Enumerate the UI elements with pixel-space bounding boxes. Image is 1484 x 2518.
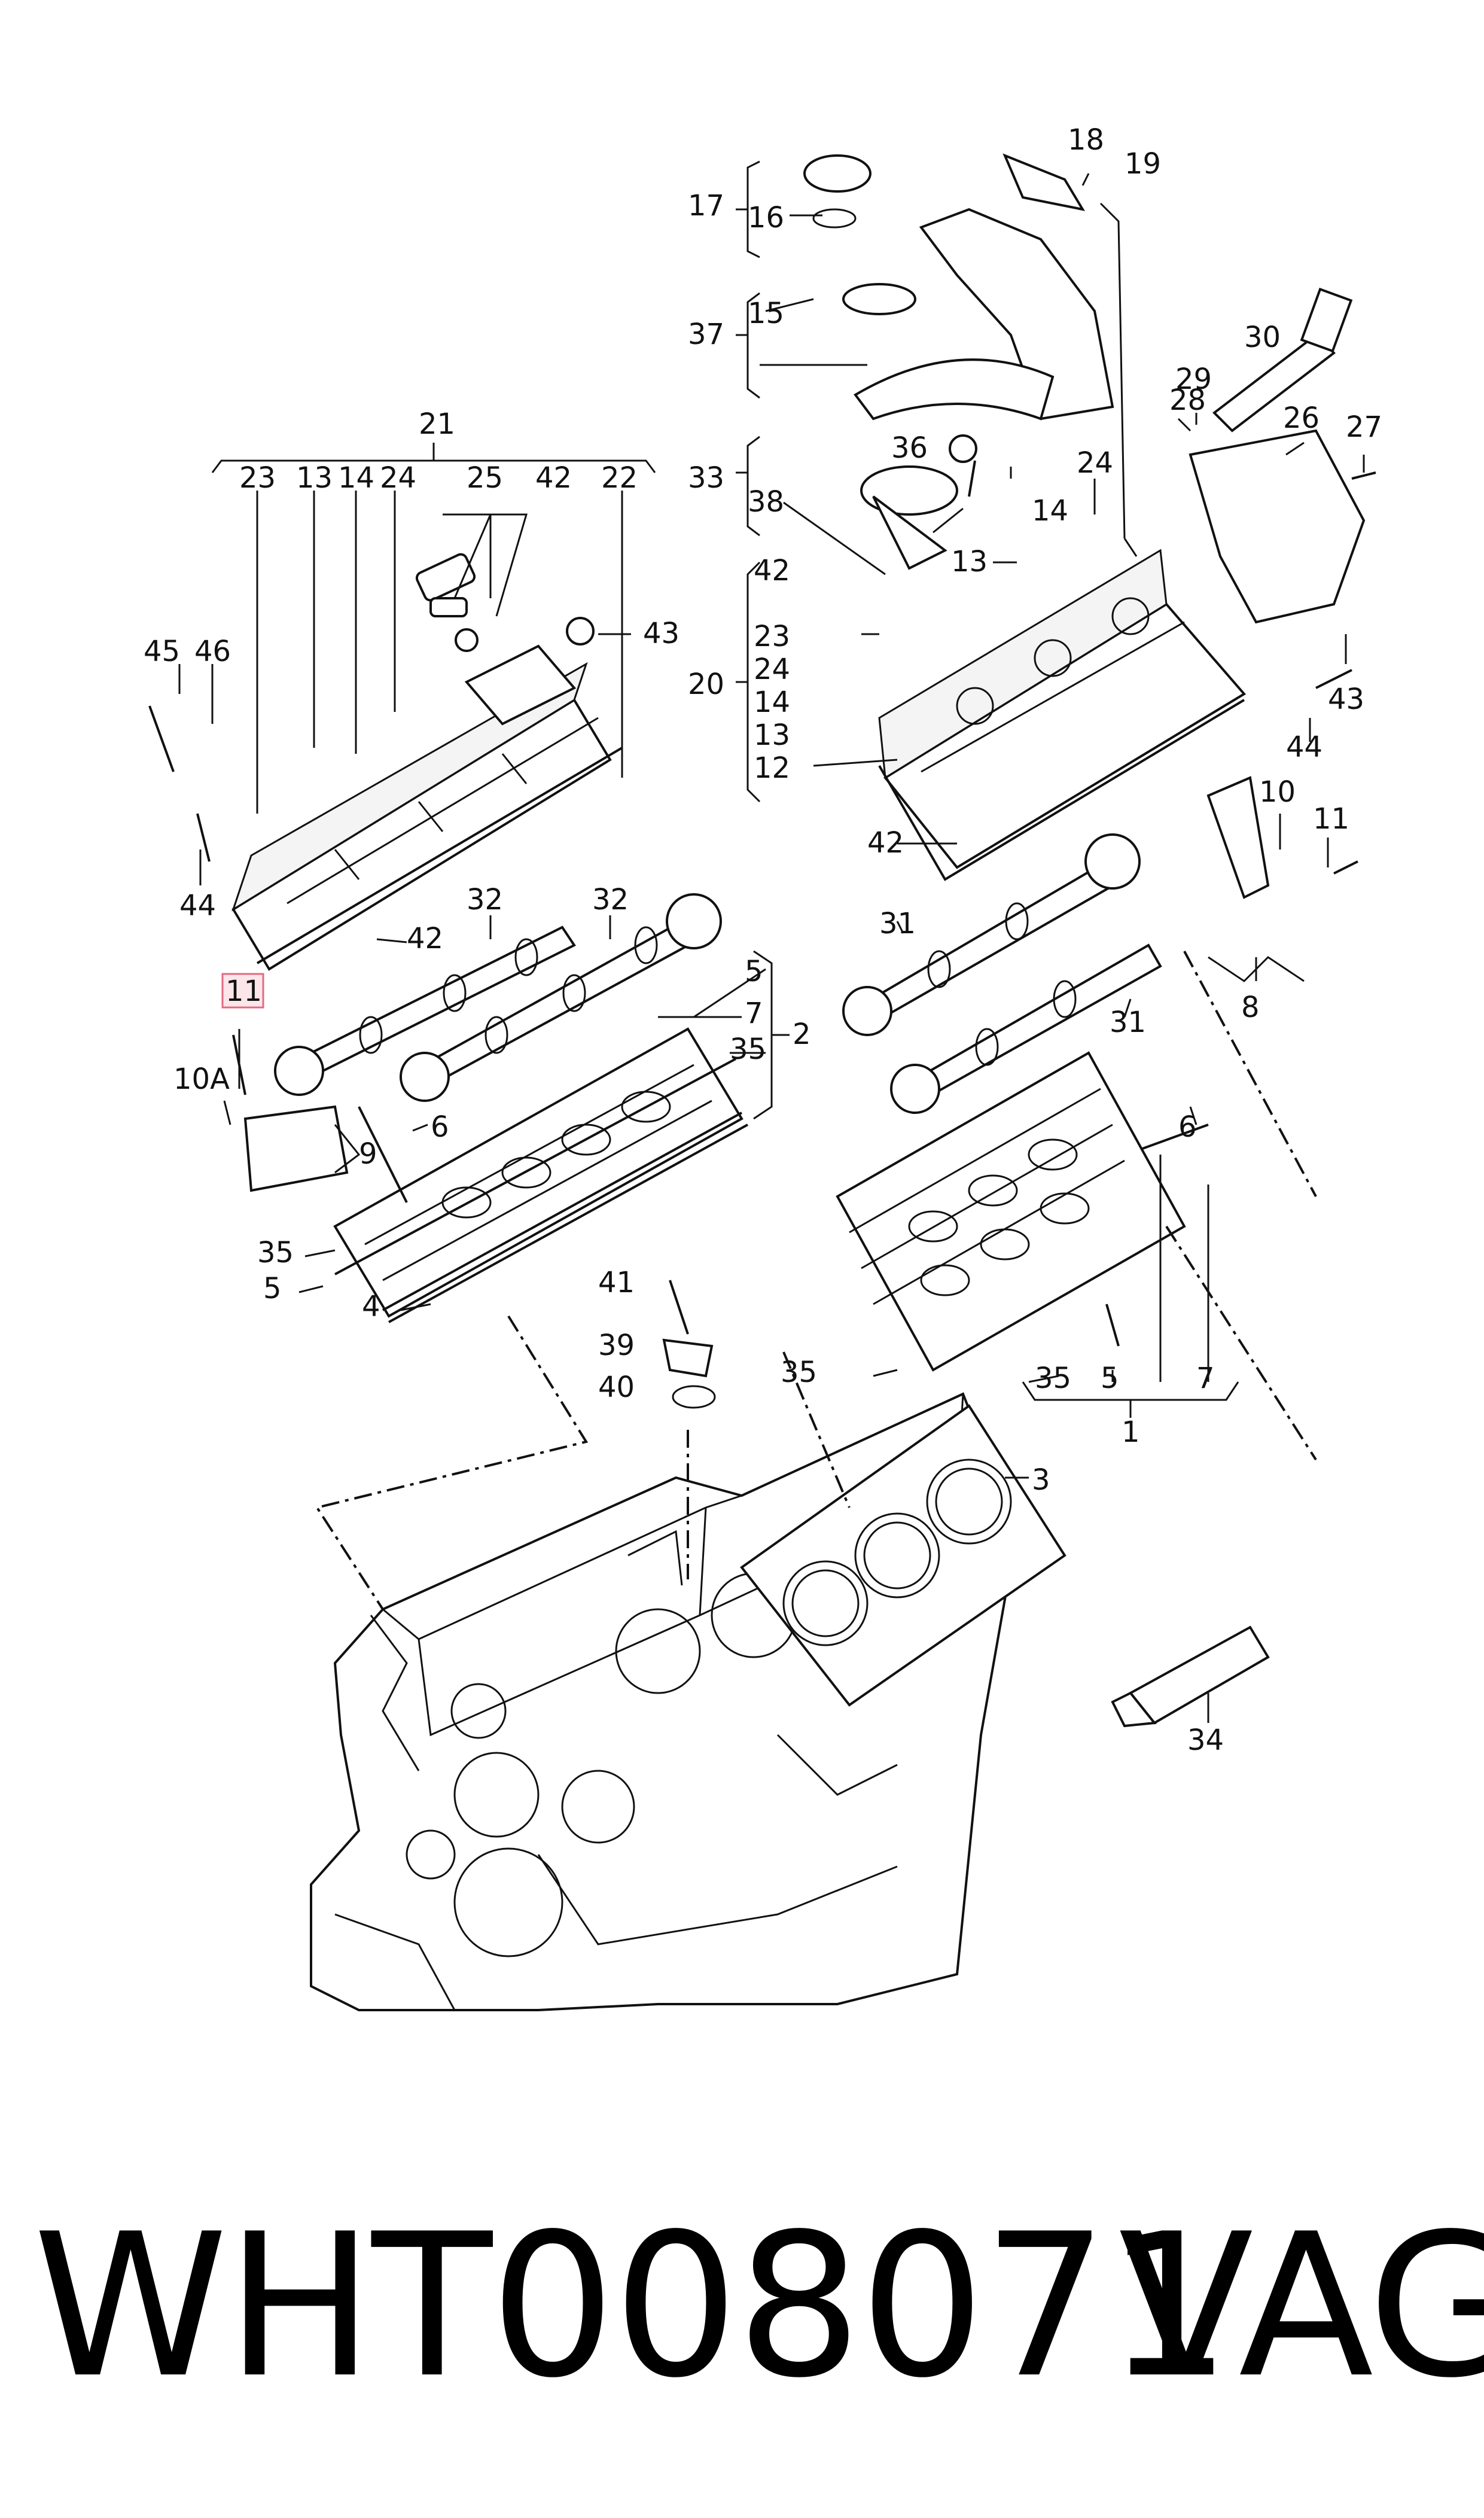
callout: 31	[879, 907, 916, 940]
callout: 20	[688, 668, 724, 701]
callout: 16	[748, 201, 784, 235]
callout: 11	[1313, 802, 1349, 836]
callout: 10A	[173, 1062, 230, 1096]
part-number: WHT008071	[33, 2191, 1232, 2421]
callout: 23	[239, 461, 276, 495]
callout: 46	[194, 635, 231, 668]
leader-lines	[178, 160, 1365, 1723]
callout: 42	[754, 554, 790, 587]
oil-filler-assembly	[803, 153, 1114, 570]
callout: 30	[1244, 321, 1281, 354]
callout: 35	[1035, 1362, 1071, 1395]
callout: 40	[598, 1371, 635, 1404]
callout: 33	[688, 461, 724, 495]
callout: 43	[1328, 683, 1364, 716]
exploded-parts-diagram: 21 23 13 14 24 25 42 22 43 45 46 44 42 3…	[144, 123, 1382, 2011]
callout: 37	[688, 318, 724, 351]
callout: 14	[754, 686, 790, 719]
callout: 19	[1125, 147, 1161, 181]
callout: 14	[1032, 494, 1068, 528]
sealant-tube	[1111, 1625, 1270, 1728]
callout: 42	[407, 922, 443, 955]
valve-cover-right	[878, 549, 1247, 881]
callout: 7	[745, 997, 763, 1030]
callout: 17	[688, 189, 724, 223]
callout: 34	[1187, 1724, 1224, 1757]
callout: 2	[793, 1018, 811, 1051]
callout: 35	[781, 1356, 817, 1389]
callout: 35	[730, 1033, 766, 1066]
callout: 32	[592, 883, 629, 917]
callout: 28	[1169, 383, 1206, 417]
callout: 9	[359, 1137, 377, 1171]
callout: 10	[1259, 775, 1296, 809]
callout: 31	[1110, 1006, 1146, 1039]
cylinder-head-left	[333, 1027, 743, 1318]
callout: 4	[362, 1290, 380, 1323]
oil-separator-parts	[415, 553, 595, 652]
camshafts-left	[274, 893, 722, 1102]
injector	[1212, 333, 1336, 433]
callout: 13	[951, 545, 988, 578]
callout: 35	[257, 1236, 294, 1269]
cylinder-head-right	[836, 1051, 1186, 1372]
callout: 3	[1032, 1463, 1050, 1497]
callout: 1	[1122, 1415, 1140, 1449]
callout: 14	[338, 461, 374, 495]
callout: 26	[1283, 401, 1320, 435]
callout: 18	[1068, 123, 1104, 157]
callout: 5	[263, 1272, 282, 1305]
callout: 6	[1178, 1110, 1197, 1144]
callout: 22	[601, 461, 638, 495]
assembly-lines	[315, 951, 1317, 1610]
cover-plate	[1189, 429, 1366, 624]
gasket-strip	[382, 1112, 748, 1323]
callout: 13	[296, 461, 333, 495]
callout: 23	[754, 620, 790, 653]
highlight-box	[221, 973, 264, 1009]
callout: 45	[144, 635, 180, 668]
callout: 36	[891, 431, 928, 465]
fasteners	[148, 460, 1376, 1409]
callout: 24	[754, 653, 790, 686]
callout: 6	[431, 1110, 449, 1144]
callout: 41	[598, 1266, 635, 1299]
callout: 44	[1286, 730, 1323, 764]
callout-labels: 21 23 13 14 24 25 42 22 43 45 46 44 42 3…	[144, 123, 1382, 1757]
callout: 27	[1346, 410, 1382, 444]
callout: 44	[179, 889, 216, 922]
callout: 39	[598, 1329, 635, 1362]
camshafts-right	[842, 833, 1162, 1114]
callout: 25	[467, 461, 503, 495]
callout: 15	[748, 297, 784, 330]
callout: 13	[754, 718, 790, 752]
callout: 8	[1241, 991, 1260, 1024]
callout: 43	[643, 617, 679, 650]
callout: 7	[1196, 1362, 1215, 1395]
footer: WHT008071 VAG	[0, 2208, 1484, 2459]
cylinder-head-gasket	[740, 1404, 1066, 1707]
callout: 21	[419, 407, 455, 441]
valve-cover-left	[231, 644, 623, 971]
callout: 42	[535, 461, 572, 495]
callout: 38	[748, 485, 784, 519]
callout: 24	[380, 461, 416, 495]
callout: 32	[467, 883, 503, 917]
callout: 5	[745, 955, 763, 988]
brand-name: VAG	[1119, 2191, 1484, 2421]
callout: 12	[754, 751, 790, 785]
callout: 42	[867, 826, 904, 860]
callout: 24	[1077, 446, 1113, 480]
sensor-head	[1300, 287, 1353, 353]
callout: 5	[1101, 1362, 1119, 1395]
callout: 11	[226, 975, 262, 1008]
callout: 29	[1175, 363, 1212, 396]
